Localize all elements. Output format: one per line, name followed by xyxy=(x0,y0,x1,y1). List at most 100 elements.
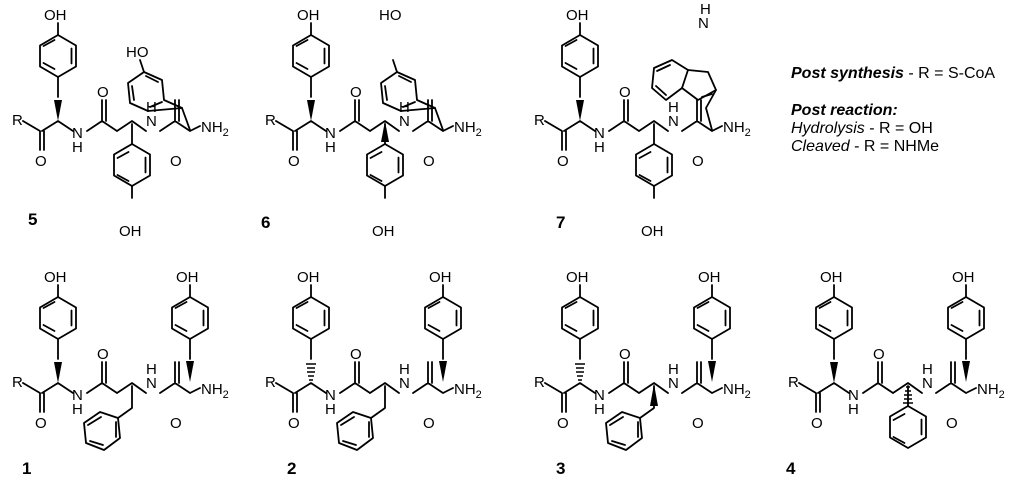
compound-label: 2 xyxy=(287,459,296,478)
amide-n: N xyxy=(72,125,83,142)
compound-label: 4 xyxy=(786,459,796,478)
r-group: R xyxy=(534,374,545,391)
compound-6: R O N H O H N O NH2 OH OH HO 6 xyxy=(261,7,482,240)
amide-n: N xyxy=(594,387,605,404)
r-group: R xyxy=(534,112,545,129)
carbonyl-o: O xyxy=(692,415,704,432)
compound-label: 6 xyxy=(261,213,270,232)
amide-n: N xyxy=(325,387,336,404)
carbonyl-o: O xyxy=(170,415,182,432)
hydroxyl: OH xyxy=(176,269,199,286)
amide-h: H xyxy=(399,99,410,116)
carbonyl-o: O xyxy=(873,346,885,363)
r-group: R xyxy=(12,374,23,391)
amide-h: H xyxy=(72,139,83,156)
amide-n: N xyxy=(325,125,336,142)
amide-h: H xyxy=(146,361,157,378)
indole-n: N xyxy=(698,15,709,32)
amide-n: N xyxy=(848,387,859,404)
compound-label: 1 xyxy=(22,459,31,478)
carbonyl-o: O xyxy=(288,415,300,432)
legend-cleaved: Cleaved - R = NHMe xyxy=(791,138,939,155)
amine: NH2 xyxy=(201,119,229,139)
amine: NH2 xyxy=(201,381,229,401)
legend-hydrolysis: Hydrolysis - R = OH xyxy=(791,120,933,137)
hydroxyl: HO xyxy=(126,44,149,61)
compound-7: R O N H O H N O NH2 OH OH H N 7 xyxy=(534,1,751,240)
carbonyl-o: O xyxy=(288,153,300,170)
compound-1: R O N H O H N O NH2 OH OH 1 xyxy=(12,269,229,478)
amine: NH2 xyxy=(454,381,482,401)
amide-n: N xyxy=(399,375,410,392)
amide-n: N xyxy=(146,375,157,392)
carbonyl-o: O xyxy=(557,415,569,432)
carbonyl-o: O xyxy=(97,84,109,101)
amide-h: H xyxy=(594,139,605,156)
amine: NH2 xyxy=(723,381,751,401)
hydroxyl: OH xyxy=(820,269,843,286)
indole-h: H xyxy=(700,1,711,18)
r-group: R xyxy=(265,112,276,129)
hydroxyl: OH xyxy=(952,269,975,286)
hydroxyl: HO xyxy=(379,7,402,24)
amide-n: N xyxy=(146,113,157,130)
amine: NH2 xyxy=(454,119,482,139)
legend-synthesis: Post synthesis - R = S-CoA xyxy=(791,65,995,82)
hydroxyl: OH xyxy=(566,7,589,24)
hydroxyl: OH xyxy=(119,223,142,240)
amide-n: N xyxy=(922,375,933,392)
amide-n: N xyxy=(594,125,605,142)
carbonyl-o: O xyxy=(170,153,182,170)
amide-h: H xyxy=(668,99,679,116)
hydroxyl: OH xyxy=(698,269,721,286)
amide-h: H xyxy=(72,401,83,418)
compound-2: R O N H O H N O NH2 OH OH 2 xyxy=(265,269,482,478)
compound-label: 7 xyxy=(556,213,565,232)
compound-5: R O N H O H N O NH2 OH OH HO 5 xyxy=(12,7,229,240)
compound-label: 3 xyxy=(556,459,565,478)
amide-h: H xyxy=(848,401,859,418)
amide-h: H xyxy=(325,139,336,156)
carbonyl-o: O xyxy=(692,153,704,170)
carbonyl-o: O xyxy=(423,153,435,170)
r-group: R xyxy=(265,374,276,391)
carbonyl-o: O xyxy=(946,415,958,432)
hydroxyl: OH xyxy=(641,223,664,240)
compound-4: R O N H O H N O NH2 OH OH 4 xyxy=(786,269,1005,478)
amide-h: H xyxy=(146,99,157,116)
amide-h: H xyxy=(922,361,933,378)
hydroxyl: OH xyxy=(297,269,320,286)
carbonyl-o: O xyxy=(350,346,362,363)
hydroxyl: OH xyxy=(566,269,589,286)
r-group: R xyxy=(788,374,799,391)
hydroxyl: OH xyxy=(372,223,395,240)
carbonyl-o: O xyxy=(423,415,435,432)
amide-h: H xyxy=(399,361,410,378)
hydroxyl: OH xyxy=(44,269,67,286)
amide-n: N xyxy=(668,113,679,130)
amine: NH2 xyxy=(977,381,1005,401)
carbonyl-o: O xyxy=(350,84,362,101)
amide-n: N xyxy=(72,387,83,404)
r-group-legend: Post synthesis - R = S-CoA Post reaction… xyxy=(791,65,995,155)
amide-h: H xyxy=(668,361,679,378)
carbonyl-o: O xyxy=(97,346,109,363)
amide-n: N xyxy=(399,113,410,130)
hydroxyl: OH xyxy=(297,7,320,24)
amide-h: H xyxy=(594,401,605,418)
compound-label: 5 xyxy=(28,210,37,229)
compound-3: R O N H O H N O NH2 OH OH 3 xyxy=(534,269,751,478)
carbonyl-o: O xyxy=(557,153,569,170)
r-group: R xyxy=(12,112,23,129)
amide-n: N xyxy=(668,375,679,392)
carbonyl-o: O xyxy=(35,415,47,432)
carbonyl-o: O xyxy=(619,84,631,101)
legend-reaction-title: Post reaction: xyxy=(791,102,898,119)
carbonyl-o: O xyxy=(811,415,823,432)
hydroxyl: OH xyxy=(44,7,67,24)
hydroxyl: OH xyxy=(429,269,452,286)
amine: NH2 xyxy=(723,119,751,139)
carbonyl-o: O xyxy=(619,346,631,363)
carbonyl-o: O xyxy=(35,153,47,170)
